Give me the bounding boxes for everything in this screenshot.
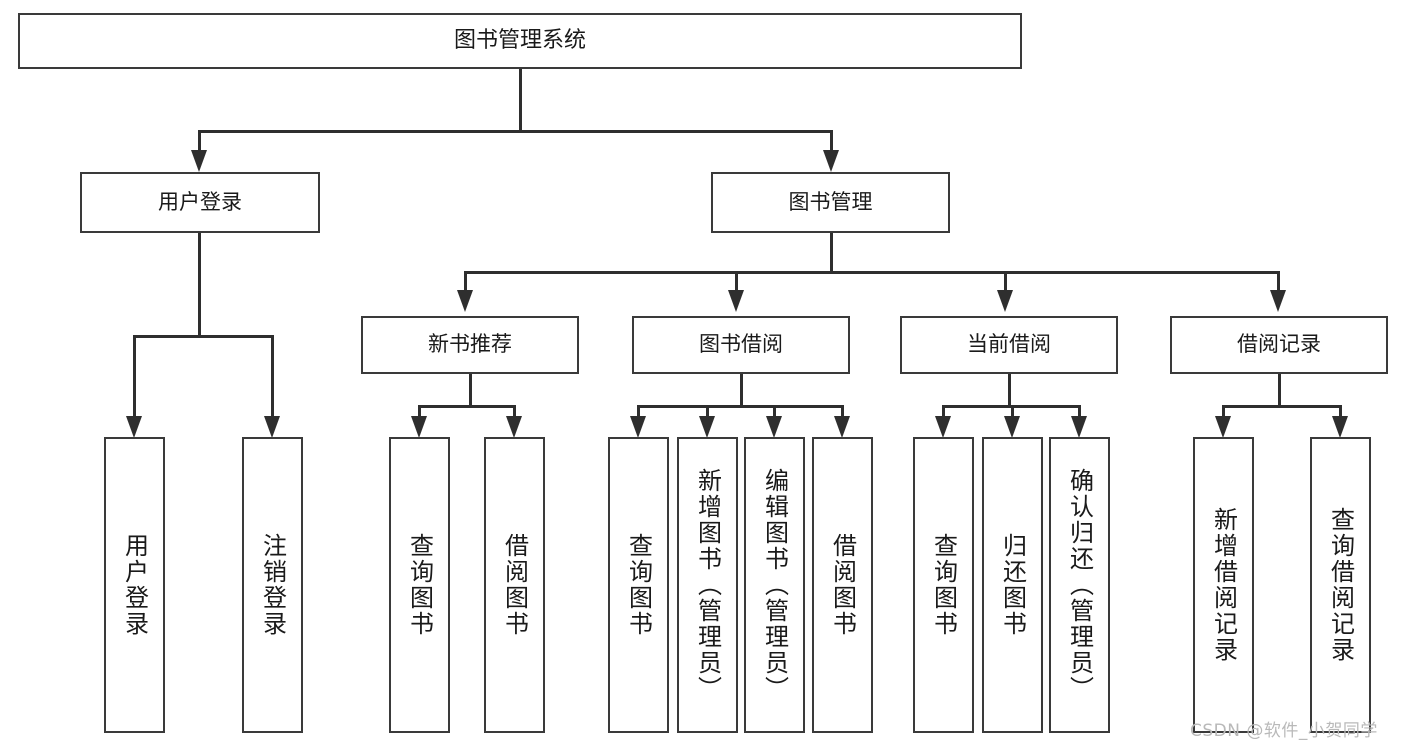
edge-user-login-right-drop bbox=[271, 335, 274, 420]
arrow-to-leaf-return-book bbox=[1004, 416, 1020, 438]
edge-br-trunk bbox=[1278, 374, 1281, 407]
node-book-borrow[interactable]: 图书借阅 bbox=[632, 316, 850, 374]
leaf-label: 借阅图书 bbox=[500, 533, 529, 637]
edge-root-trunk bbox=[519, 69, 522, 131]
edge-bm-to-borrow-record bbox=[1277, 271, 1280, 293]
leaf-logout[interactable]: 注销登录 bbox=[242, 437, 303, 733]
leaf-label: 用户登录 bbox=[120, 533, 149, 637]
edge-bm-to-new-book bbox=[464, 271, 467, 293]
edge-book-management-trunk bbox=[830, 233, 833, 273]
edge-br-bar bbox=[1222, 405, 1341, 408]
arrow-to-leaf-user-login bbox=[126, 416, 142, 438]
leaf-query-book-current[interactable]: 查询图书 bbox=[913, 437, 974, 733]
edge-user-login-left-drop bbox=[133, 335, 136, 420]
leaf-label: 确认归还（管理员） bbox=[1065, 468, 1094, 702]
arrow-to-book-management bbox=[823, 150, 839, 172]
arrow-to-leaf-logout bbox=[264, 416, 280, 438]
leaf-label: 新增图书（管理员） bbox=[693, 468, 722, 702]
edge-user-login-trunk bbox=[198, 233, 201, 337]
node-borrow-record[interactable]: 借阅记录 bbox=[1170, 316, 1388, 374]
node-book-management[interactable]: 图书管理 bbox=[711, 172, 950, 233]
leaf-user-login[interactable]: 用户登录 bbox=[104, 437, 165, 733]
leaf-label: 查询图书 bbox=[624, 533, 653, 637]
leaf-label: 借阅图书 bbox=[828, 533, 857, 637]
leaf-edit-book-admin[interactable]: 编辑图书（管理员） bbox=[744, 437, 805, 733]
arrow-to-leaf-query-book-nbr bbox=[411, 416, 427, 438]
node-new-book-recommend[interactable]: 新书推荐 bbox=[361, 316, 579, 374]
node-label: 当前借阅 bbox=[967, 332, 1051, 357]
arrow-to-leaf-confirm-return bbox=[1071, 416, 1087, 438]
edge-br-right-drop bbox=[1339, 405, 1342, 420]
arrow-to-leaf-borrow-book-nbr bbox=[506, 416, 522, 438]
arrow-to-book-borrow bbox=[728, 290, 744, 312]
node-user-login[interactable]: 用户登录 bbox=[80, 172, 320, 233]
leaf-add-book-admin[interactable]: 新增图书（管理员） bbox=[677, 437, 738, 733]
leaf-query-borrow-record[interactable]: 查询借阅记录 bbox=[1310, 437, 1371, 733]
node-label: 图书管理系统 bbox=[453, 27, 586, 53]
edge-root-to-book-management bbox=[830, 130, 833, 154]
arrow-to-leaf-query-borrow-record bbox=[1332, 416, 1348, 438]
leaf-confirm-return-admin[interactable]: 确认归还（管理员） bbox=[1049, 437, 1110, 733]
edge-bm-to-book-borrow bbox=[735, 271, 738, 293]
arrow-to-leaf-add-book bbox=[699, 416, 715, 438]
arrow-to-current-borrow bbox=[997, 290, 1013, 312]
node-label: 新书推荐 bbox=[428, 332, 512, 357]
leaf-label: 归还图书 bbox=[998, 533, 1027, 637]
leaf-label: 查询借阅记录 bbox=[1326, 507, 1355, 663]
edge-bb-drop-1 bbox=[637, 405, 640, 420]
node-root-book-management-system[interactable]: 图书管理系统 bbox=[18, 13, 1022, 69]
leaf-label: 新增借阅记录 bbox=[1209, 507, 1238, 663]
node-label: 图书管理 bbox=[788, 189, 873, 214]
edge-root-to-user-login bbox=[198, 130, 201, 154]
arrow-to-leaf-borrow-book-bb bbox=[834, 416, 850, 438]
edge-bb-drop-3 bbox=[773, 405, 776, 420]
edge-bb-drop-2 bbox=[706, 405, 709, 420]
node-label: 用户登录 bbox=[158, 189, 242, 214]
leaf-label: 查询图书 bbox=[405, 533, 434, 637]
node-current-borrow[interactable]: 当前借阅 bbox=[900, 316, 1118, 374]
leaf-borrow-book-borrow[interactable]: 借阅图书 bbox=[812, 437, 873, 733]
edge-cb-drop-1 bbox=[942, 405, 945, 420]
edge-cb-drop-3 bbox=[1078, 405, 1081, 420]
edge-book-management-bar bbox=[464, 271, 1279, 274]
edge-cb-drop-2 bbox=[1011, 405, 1014, 420]
edge-bm-to-current-borrow bbox=[1004, 271, 1007, 293]
arrow-to-leaf-query-book-cb bbox=[935, 416, 951, 438]
arrow-to-leaf-query-book-bb bbox=[630, 416, 646, 438]
csdn-watermark: CSDN @软件_小贺同学 bbox=[1190, 721, 1378, 741]
leaf-label: 注销登录 bbox=[258, 533, 287, 637]
edge-nbr-right-drop bbox=[513, 405, 516, 420]
leaf-add-borrow-record[interactable]: 新增借阅记录 bbox=[1193, 437, 1254, 733]
arrow-to-leaf-edit-book bbox=[766, 416, 782, 438]
edge-bb-bar bbox=[637, 405, 843, 408]
leaf-label: 查询图书 bbox=[929, 533, 958, 637]
edge-nbr-bar bbox=[418, 405, 514, 408]
leaf-query-book-new-recommend[interactable]: 查询图书 bbox=[389, 437, 450, 733]
arrow-to-user-login bbox=[191, 150, 207, 172]
edge-root-bar bbox=[198, 130, 832, 133]
edge-nbr-left-drop bbox=[418, 405, 421, 420]
arrow-to-leaf-add-borrow-record bbox=[1215, 416, 1231, 438]
arrow-to-new-book-recommend bbox=[457, 290, 473, 312]
edge-cb-trunk bbox=[1008, 374, 1011, 407]
leaf-label: 编辑图书（管理员） bbox=[760, 468, 789, 702]
leaf-query-book-borrow[interactable]: 查询图书 bbox=[608, 437, 669, 733]
edge-bb-drop-4 bbox=[841, 405, 844, 420]
edge-bb-trunk bbox=[740, 374, 743, 407]
edge-user-login-bar bbox=[133, 335, 273, 338]
edge-br-left-drop bbox=[1222, 405, 1225, 420]
edge-nbr-trunk bbox=[469, 374, 472, 407]
leaf-borrow-book-new-recommend[interactable]: 借阅图书 bbox=[484, 437, 545, 733]
node-label: 借阅记录 bbox=[1237, 332, 1321, 357]
node-label: 图书借阅 bbox=[699, 332, 783, 357]
leaf-return-book[interactable]: 归还图书 bbox=[982, 437, 1043, 733]
arrow-to-borrow-record bbox=[1270, 290, 1286, 312]
